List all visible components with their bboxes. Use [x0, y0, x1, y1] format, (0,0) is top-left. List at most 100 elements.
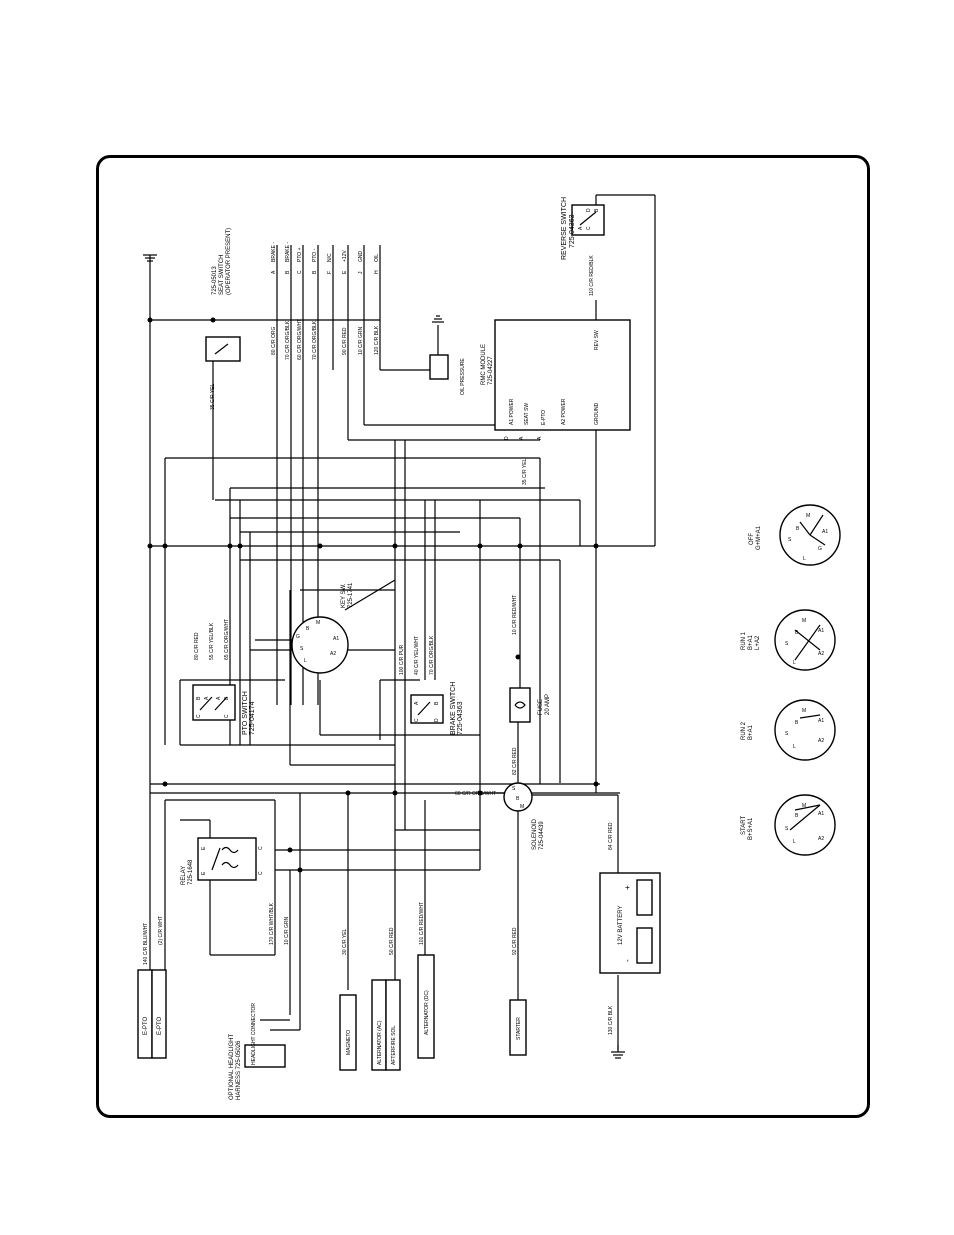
svg-text:HARNESS 725-05026: HARNESS 725-05026	[236, 1040, 242, 1100]
svg-text:B: B	[594, 208, 600, 212]
svg-text:L: L	[793, 744, 796, 750]
wire-label-35b: 35 C/R YEL	[522, 458, 528, 485]
svg-text:ALTERNATOR (DC): ALTERNATOR (DC)	[424, 990, 430, 1035]
magneto: MAGNETO	[339, 994, 357, 1071]
svg-text:A: A	[537, 436, 543, 440]
svg-text:C: C	[586, 226, 592, 230]
svg-text:M: M	[802, 803, 806, 809]
svg-text:L: L	[793, 660, 796, 666]
wire-label-101: 101 C/R RED/WHT	[419, 902, 425, 945]
svg-text:C: C	[196, 714, 202, 718]
svg-text:92 C/R RED: 92 C/R RED	[512, 927, 518, 955]
svg-text:70 C/R ORG/BLK: 70 C/R ORG/BLK	[429, 635, 435, 675]
svg-text:M: M	[802, 708, 806, 714]
svg-text:C: C	[297, 270, 303, 274]
svg-text:PTO +: PTO +	[297, 247, 303, 262]
afterfire-solenoid: AFTERFIRE SOL.	[385, 979, 401, 1071]
position-run1: RUN 1 B+A1 L+A2 M A1 S B L A2	[741, 609, 836, 671]
svg-text:N/C: N/C	[327, 253, 333, 262]
svg-text:A1: A1	[333, 636, 339, 642]
svg-text:B: B	[196, 696, 202, 700]
solenoid: SOLENOID 725-04439 S B M	[503, 782, 545, 850]
svg-text:B: B	[795, 720, 799, 726]
svg-text:B: B	[306, 626, 310, 632]
svg-text:B+A1: B+A1	[748, 634, 754, 650]
svg-text:RUN 1: RUN 1	[741, 631, 747, 650]
svg-text:RELAY: RELAY	[181, 866, 187, 885]
svg-text:C: C	[258, 846, 264, 850]
rmc-module: RMC MODULE 725-04227 A1 POWER SEAT SW E-…	[481, 319, 631, 440]
reverse-switch-title: REVERSE SWITCH	[561, 197, 568, 260]
ground-symbol-top	[143, 254, 157, 265]
reverse-switch: REVERSE SWITCH 725-04363 A B C D	[561, 197, 605, 260]
svg-text:OIL: OIL	[374, 254, 380, 262]
svg-text:B+A1: B+A1	[748, 724, 754, 740]
reverse-switch-part: 725-04363	[569, 214, 576, 248]
svg-text:B: B	[795, 813, 799, 819]
svg-text:S: S	[785, 731, 789, 737]
wire-labels-top: 80 C/R ORG 70 C/R ORG/BLK 60 C/R ORG/WHT…	[271, 319, 380, 360]
wire-label-50: 50 C/R RED	[389, 927, 395, 955]
svg-text:S: S	[788, 537, 792, 543]
svg-text:B: B	[285, 270, 291, 274]
wire-labels-battery: 84 C/R RED 92 C/R RED 130 C/R BLK	[512, 822, 614, 1035]
svg-text:A: A	[271, 270, 277, 274]
connector-labels: BRAKE - BRAKE - PTO + PTO - N/C +12V GND…	[271, 242, 380, 274]
svg-text:C: C	[414, 718, 420, 722]
svg-text:A: A	[414, 701, 420, 705]
svg-text:725-1741: 725-1741	[348, 582, 354, 608]
svg-text:BRAKE -: BRAKE -	[285, 242, 291, 262]
fuse: FUSE 20 AMP	[509, 687, 551, 723]
svg-text:D: D	[586, 208, 592, 212]
svg-text:A1: A1	[818, 628, 824, 634]
svg-text:100 C/R PUR: 100 C/R PUR	[399, 644, 405, 675]
svg-text:B: B	[795, 630, 799, 636]
wire-labels-pto: 80 C/R RED 55 C/R YEL/BLK 65 C/R ORG/WHT	[194, 619, 230, 660]
wire-labels-epto: 140 C/R BLU/WHT (2) C/R WHT	[143, 916, 164, 965]
svg-text:A1: A1	[818, 718, 824, 724]
svg-text:B: B	[516, 796, 520, 802]
svg-text:G: G	[818, 546, 822, 552]
svg-text:M: M	[802, 618, 806, 624]
wire-label-30: 30 C/R YEL	[342, 928, 348, 955]
svg-text:A2: A2	[818, 738, 824, 744]
svg-text:B: B	[312, 270, 318, 274]
svg-text:E: E	[201, 871, 207, 875]
svg-text:A: A	[204, 696, 210, 700]
svg-text:10 C/R GRN: 10 C/R GRN	[284, 917, 290, 945]
e-pto-connector-2: E-PTO	[151, 969, 167, 1059]
headlight-connector: HEADLIGHT CONNECTOR OPTIONAL HEADLIGHT H…	[229, 1003, 286, 1100]
seat-switch: 725-05013 SEAT SWITCH (OPERATOR PRESENT)	[205, 228, 241, 362]
svg-text:REV SW: REV SW	[594, 330, 600, 350]
svg-text:D: D	[504, 436, 510, 440]
wire-label-60b: 60 C/R ORG/WHT	[455, 791, 496, 797]
svg-text:MAGNETO: MAGNETO	[346, 1030, 352, 1055]
svg-text:L: L	[304, 658, 307, 664]
svg-text:S: S	[300, 646, 304, 652]
svg-text:130 C/R BLK: 130 C/R BLK	[608, 1005, 614, 1035]
pto-switch: PTO SWITCH 725-04174 B B A A C C	[192, 684, 256, 735]
wire-label-35a: 35 C/R YEL	[210, 383, 216, 410]
svg-text:J: J	[358, 271, 364, 274]
svg-text:S: S	[785, 641, 789, 647]
key-switch: KEY SW. 725-1741 M B G S L A1 A2	[291, 582, 354, 674]
wire-label-82: 82 C/R RED	[512, 747, 518, 775]
svg-text:RUN 2: RUN 2	[741, 721, 747, 740]
svg-text:170 C/R WHT/BLK: 170 C/R WHT/BLK	[269, 902, 275, 945]
svg-text:+: +	[623, 885, 632, 890]
svg-text:KEY SW.: KEY SW.	[341, 583, 347, 608]
position-start: START B+S+A1 M A1 S B L A2	[741, 794, 836, 856]
diagram-frame	[96, 155, 870, 1118]
svg-text:D: D	[434, 718, 440, 722]
seat-switch-part: 725-05013	[212, 266, 218, 295]
junction-dots	[147, 317, 599, 873]
svg-text:B+S+A1: B+S+A1	[748, 817, 754, 840]
svg-text:A2: A2	[818, 651, 824, 657]
svg-text:A: A	[578, 226, 584, 230]
svg-text:A: A	[216, 696, 222, 700]
wire-label-110: 110 C/R RED/BLK	[589, 255, 595, 296]
alternator-ac: ALTERNATOR (AC)	[371, 979, 387, 1071]
svg-text:BRAKE -: BRAKE -	[271, 242, 277, 262]
svg-text:OFF: OFF	[749, 533, 755, 545]
